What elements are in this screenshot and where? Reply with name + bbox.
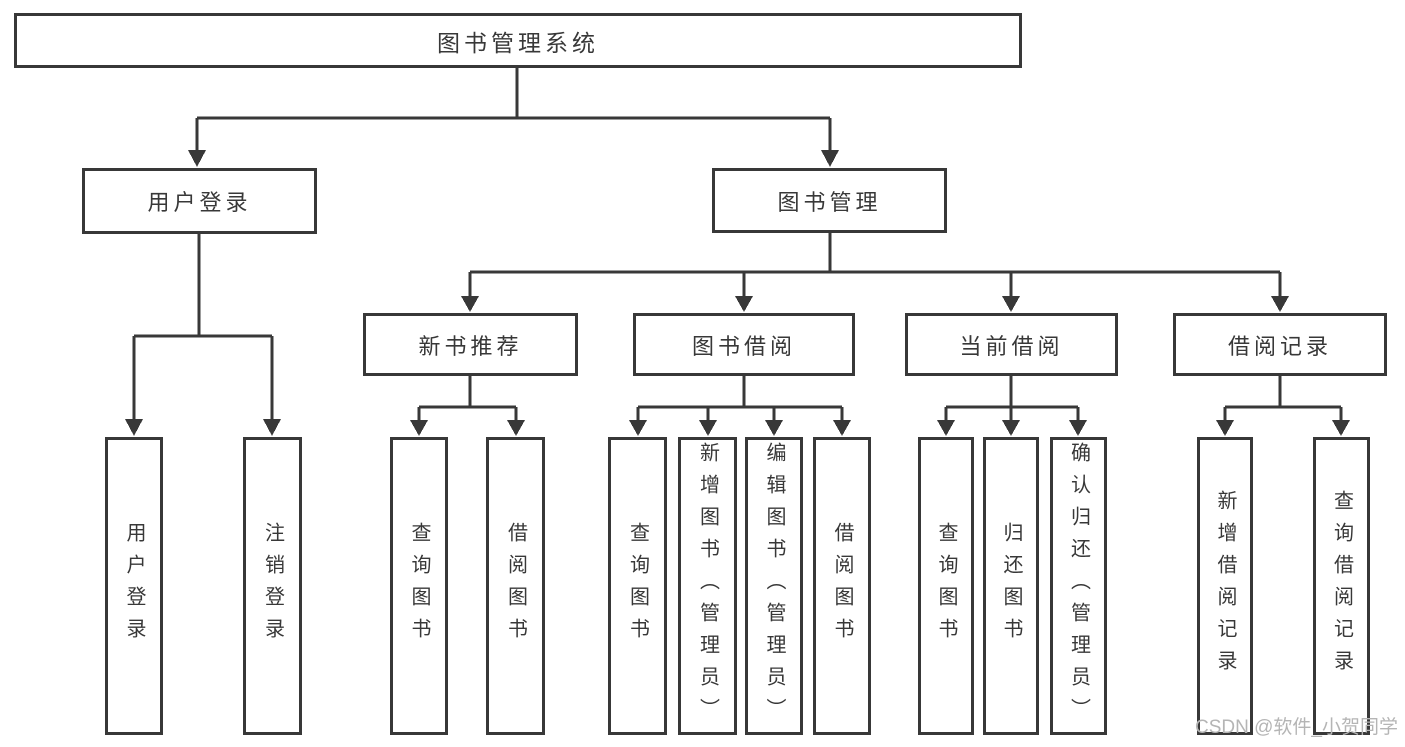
leaf-label: 注销登录 [261,522,284,650]
leaf-query-books: 查询图书 [390,437,448,735]
leaf-label: 归还图书 [1000,522,1022,650]
leaf-add-borrow-record: 新增借阅记录 [1197,437,1253,735]
leaf-add-books-admin: 新增图书（管理员） [678,437,737,735]
node-current-borrow: 当前借阅 [905,313,1118,376]
node-label: 借阅记录 [1227,333,1332,359]
leaf-query-books: 查询图书 [608,437,667,735]
arrowhead-icons [125,150,1350,436]
leaf-user-login: 用户登录 [105,437,163,735]
leaf-label: 借阅图书 [504,522,527,650]
leaf-logout: 注销登录 [243,437,302,735]
leaf-label: 用户登录 [123,522,145,650]
node-label: 图书借阅 [691,333,796,359]
leaf-label: 编辑图书（管理员） [763,442,785,730]
leaf-query-borrow-record: 查询借阅记录 [1313,437,1370,735]
node-label: 当前借阅 [959,333,1064,359]
node-borrow-records: 借阅记录 [1173,313,1387,376]
leaf-label: 新增图书（管理员） [696,442,719,730]
leaf-label: 借阅图书 [831,522,853,650]
leaf-label: 新增借阅记录 [1214,490,1236,682]
leaf-label: 查询借阅记录 [1330,490,1353,682]
node-user-login: 用户登录 [82,168,317,234]
watermark: CSDN @软件_小贺同学 [1195,717,1398,738]
node-library-system: 图书管理系统 [14,13,1022,68]
leaf-query-books: 查询图书 [918,437,974,735]
leaf-borrow-books: 借阅图书 [813,437,871,735]
leaf-return-books: 归还图书 [983,437,1039,735]
leaf-label: 查询图书 [935,522,957,650]
node-label: 图书管理系统 [437,29,599,56]
node-label: 新书推荐 [418,333,523,359]
leaf-edit-books-admin: 编辑图书（管理员） [745,437,803,735]
node-label: 图书管理 [777,189,882,215]
leaf-confirm-return-admin: 确认归还（管理员） [1050,437,1107,735]
node-book-management: 图书管理 [712,168,947,233]
leaf-label: 确认归还（管理员） [1067,442,1090,730]
node-book-borrow: 图书借阅 [633,313,855,376]
leaf-label: 查询图书 [408,522,430,650]
node-new-book-recommend: 新书推荐 [363,313,578,376]
node-label: 用户登录 [147,190,252,215]
leaf-label: 查询图书 [626,522,649,650]
leaf-borrow-books: 借阅图书 [486,437,545,735]
